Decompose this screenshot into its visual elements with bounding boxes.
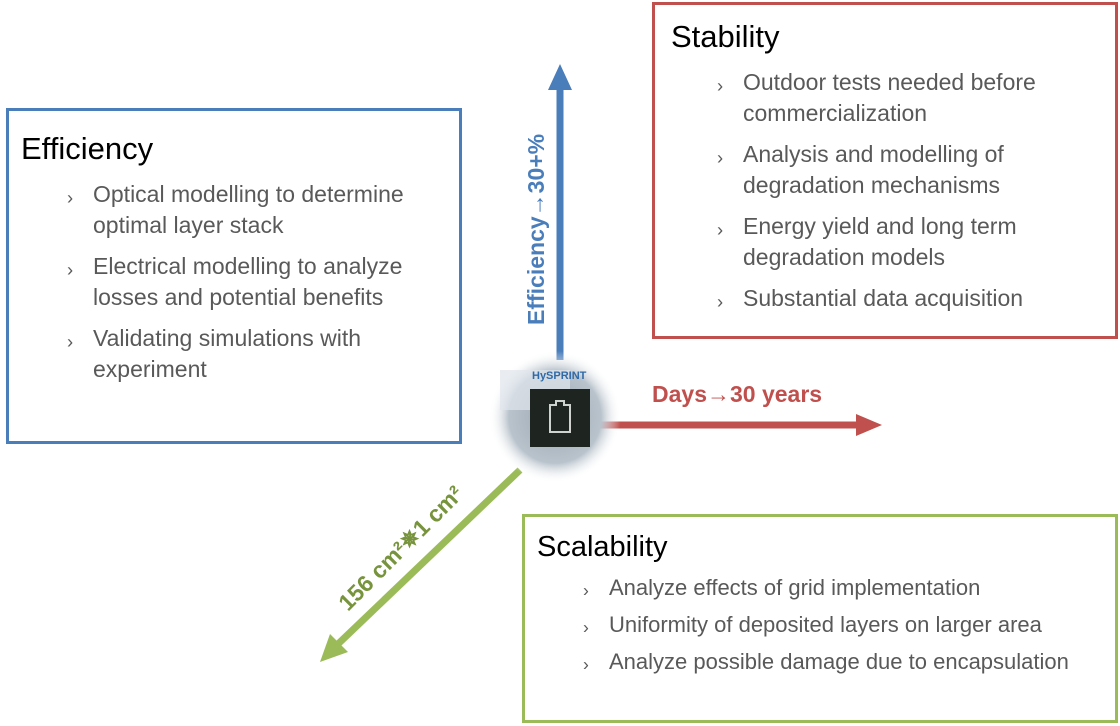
stability-title: Stability <box>671 19 780 54</box>
efficiency-arrowhead-icon <box>548 64 572 90</box>
list-item: › Analyze effects of grid implementation <box>583 573 1113 602</box>
scalability-box: Scalability › Analyze effects of grid imp… <box>522 514 1118 723</box>
item-text: Optical modelling to determine optimal l… <box>93 181 404 238</box>
list-item: › Uniformity of deposited layers on large… <box>583 610 1113 639</box>
efficiency-box: Efficiency › Optical modelling to determi… <box>6 108 462 444</box>
bullet-chevron-icon: › <box>717 218 724 240</box>
list-item: › Substantial data acquisition <box>717 283 1117 314</box>
list-item: › Validating simulations with experiment <box>67 323 457 385</box>
scalability-axis-label: 156 cm²✵1 cm² <box>333 480 468 615</box>
item-text: Analyze effects of grid implementation <box>609 575 981 600</box>
bullet-chevron-icon: › <box>67 258 74 280</box>
stability-box: Stability › Outdoor tests needed before c… <box>652 2 1118 339</box>
item-text: Validating simulations with experiment <box>93 325 362 382</box>
item-text: Electrical modelling to analyze losses a… <box>93 253 403 310</box>
efficiency-axis-label: Efficiency→30+% <box>523 134 549 325</box>
bullet-chevron-icon: › <box>583 616 589 637</box>
bullet-chevron-icon: › <box>717 74 724 96</box>
list-item: › Electrical modelling to analyze losses … <box>67 251 457 313</box>
bullet-chevron-icon: › <box>717 146 724 168</box>
list-item: › Optical modelling to determine optimal … <box>67 179 457 241</box>
bullet-chevron-icon: › <box>717 290 724 312</box>
list-item: › Analysis and modelling of degradation m… <box>717 139 1117 201</box>
item-text: Analysis and modelling of degradation me… <box>743 141 1004 198</box>
bullet-chevron-icon: › <box>67 186 74 208</box>
efficiency-list: › Optical modelling to determine optimal … <box>67 179 457 395</box>
list-item: › Analyze possible damage due to encapsul… <box>583 647 1113 676</box>
item-text: Outdoor tests needed before commercializ… <box>743 69 1036 126</box>
stability-arrowhead-icon <box>856 414 882 436</box>
bullet-chevron-icon: › <box>583 653 589 674</box>
scalability-axis-line <box>335 467 523 647</box>
list-item: › Energy yield and long term degradation … <box>717 211 1117 273</box>
efficiency-title: Efficiency <box>21 131 154 166</box>
stability-axis-label: Days→30 years <box>652 381 822 407</box>
scalability-arrowhead-icon <box>320 634 348 662</box>
scalability-title: Scalability <box>537 531 668 563</box>
hysprint-logo: HySPRINT <box>532 370 587 382</box>
list-item: › Outdoor tests needed before commerciali… <box>717 67 1117 129</box>
item-text: Substantial data acquisition <box>743 285 1024 311</box>
item-text: Analyze possible damage due to encapsula… <box>609 649 1069 674</box>
bullet-chevron-icon: › <box>67 330 74 352</box>
solar-cell-photo: HySPRINT HySPRINT <box>489 351 621 483</box>
item-text: Energy yield and long term degradation m… <box>743 213 1017 270</box>
scalability-list: ›Analyze effects of grid implementation … <box>583 573 1113 684</box>
item-text: Uniformity of deposited layers on larger… <box>609 612 1042 637</box>
bullet-chevron-icon: › <box>583 579 589 600</box>
stability-list: › Outdoor tests needed before commerciali… <box>717 67 1117 324</box>
